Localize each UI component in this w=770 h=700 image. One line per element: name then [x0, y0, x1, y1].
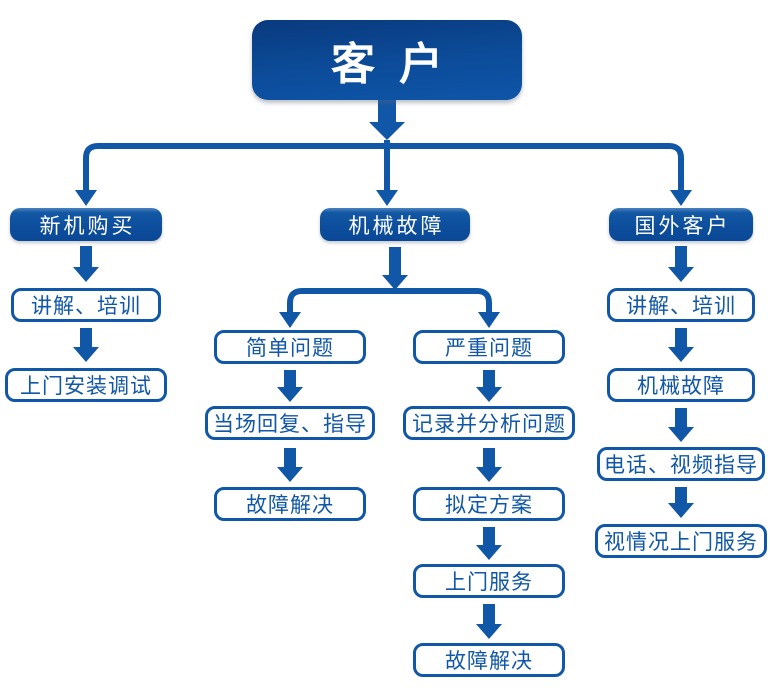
- connector-group: [73, 100, 694, 639]
- block-arrow-icon: [668, 328, 694, 362]
- node-record-analyze-problem: 记录并分析问题: [403, 406, 575, 440]
- node-customer-root: 客户: [252, 20, 522, 100]
- block-arrow-icon: [668, 408, 694, 442]
- block-arrow-root-icon: [369, 100, 405, 140]
- node-phone-video-guidance: 电话、视频指导: [597, 447, 765, 481]
- block-arrow-icon: [277, 448, 303, 482]
- block-arrow-icon: [668, 487, 694, 518]
- block-arrow-icon: [668, 246, 694, 282]
- block-arrow-icon: [73, 246, 99, 282]
- node-onsite-service-as-needed: 视情况上门服务: [595, 524, 767, 558]
- node-explain-training-left: 讲解、培训: [11, 288, 161, 322]
- middle-split-line: [287, 288, 492, 316]
- block-arrow-icon: [476, 604, 502, 639]
- node-onsite-service: 上门服务: [413, 564, 565, 598]
- node-foreign-customer: 国外客户: [609, 208, 753, 241]
- node-explain-training-right: 讲解、培训: [607, 288, 755, 322]
- arrowhead-icon: [376, 190, 398, 206]
- node-onsite-install-debug: 上门安装调试: [5, 368, 167, 402]
- block-arrow-icon: [73, 328, 99, 362]
- branch-split-line: [83, 143, 684, 192]
- node-simple-problem: 简单问题: [214, 330, 366, 364]
- arrowhead-icon: [478, 312, 500, 328]
- node-mechanical-failure-right: 机械故障: [607, 368, 755, 402]
- arrowhead-icon: [75, 190, 97, 206]
- arrowhead-icon: [670, 190, 692, 206]
- arrowhead-icon: [279, 312, 301, 328]
- node-new-machine-purchase: 新机购买: [10, 208, 162, 241]
- node-fault-resolved-simple: 故障解决: [214, 487, 366, 521]
- block-arrow-icon: [277, 370, 303, 402]
- node-draft-plan: 拟定方案: [413, 487, 565, 521]
- node-serious-problem: 严重问题: [413, 330, 565, 364]
- block-arrow-icon: [476, 448, 502, 482]
- node-mechanical-failure: 机械故障: [320, 208, 470, 241]
- node-fault-resolved-serious: 故障解决: [413, 643, 565, 677]
- block-arrow-icon: [476, 527, 502, 560]
- node-onsite-reply-guidance: 当场回复、指导: [205, 406, 375, 440]
- block-arrow-icon: [476, 370, 502, 402]
- block-arrow-icon: [382, 247, 408, 290]
